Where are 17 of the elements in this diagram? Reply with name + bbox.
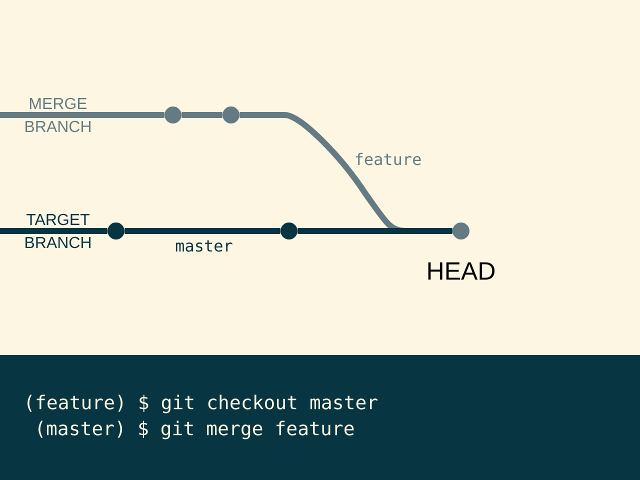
branch-line (182, 112, 222, 118)
head-label: HEAD (428, 262, 495, 280)
branch-line (0, 228, 108, 234)
terminal-command: (master) $ git merge feature (38, 420, 354, 440)
commit-dot (108, 222, 124, 240)
branch-label: TARGET BRANCH (26, 214, 90, 248)
branch-line (298, 228, 452, 234)
commit-dot (222, 106, 240, 124)
commit-dot (164, 106, 182, 124)
terminal-command: (feature) $ git checkout master (27, 394, 378, 414)
edge-label: feature (356, 152, 421, 166)
branch-line (124, 228, 280, 234)
edge-label: master (176, 240, 232, 252)
branch-label: MERGE BRANCH (26, 98, 90, 132)
commit-dot (452, 222, 470, 240)
commit-dot (280, 222, 298, 240)
branch-line (0, 112, 164, 118)
